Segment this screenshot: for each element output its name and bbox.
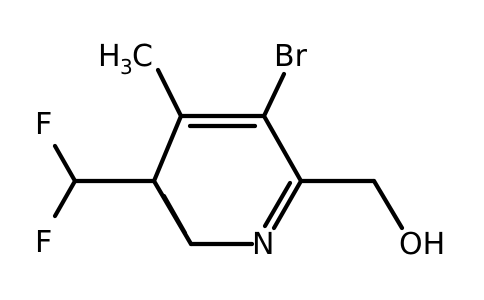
bond-cf2-f-bottom (52, 178, 78, 219)
bond-c4-methyl (155, 67, 184, 119)
bromine-label: Br (274, 39, 308, 74)
fluorine-bottom-label: F (35, 225, 52, 260)
nitrogen-label: N (252, 227, 274, 262)
hydroxyl-label: OH (399, 227, 445, 262)
methyl-h-label: H (98, 39, 121, 74)
bond-c3-c2 (261, 113, 304, 184)
methyl-subscript-label: 3 (120, 55, 133, 79)
bond-ch2-oh (371, 178, 405, 231)
bond-c2-n (271, 178, 304, 231)
methyl-c-label: C (132, 39, 153, 74)
bond-c3-br (261, 71, 287, 119)
bond-cf2-f-top (52, 143, 78, 184)
bond-c6-c5-double (161, 193, 188, 236)
bond-c2-n-double (262, 180, 293, 229)
bond-c5-c4 (151, 113, 184, 184)
fluorine-top-label: F (35, 107, 52, 142)
